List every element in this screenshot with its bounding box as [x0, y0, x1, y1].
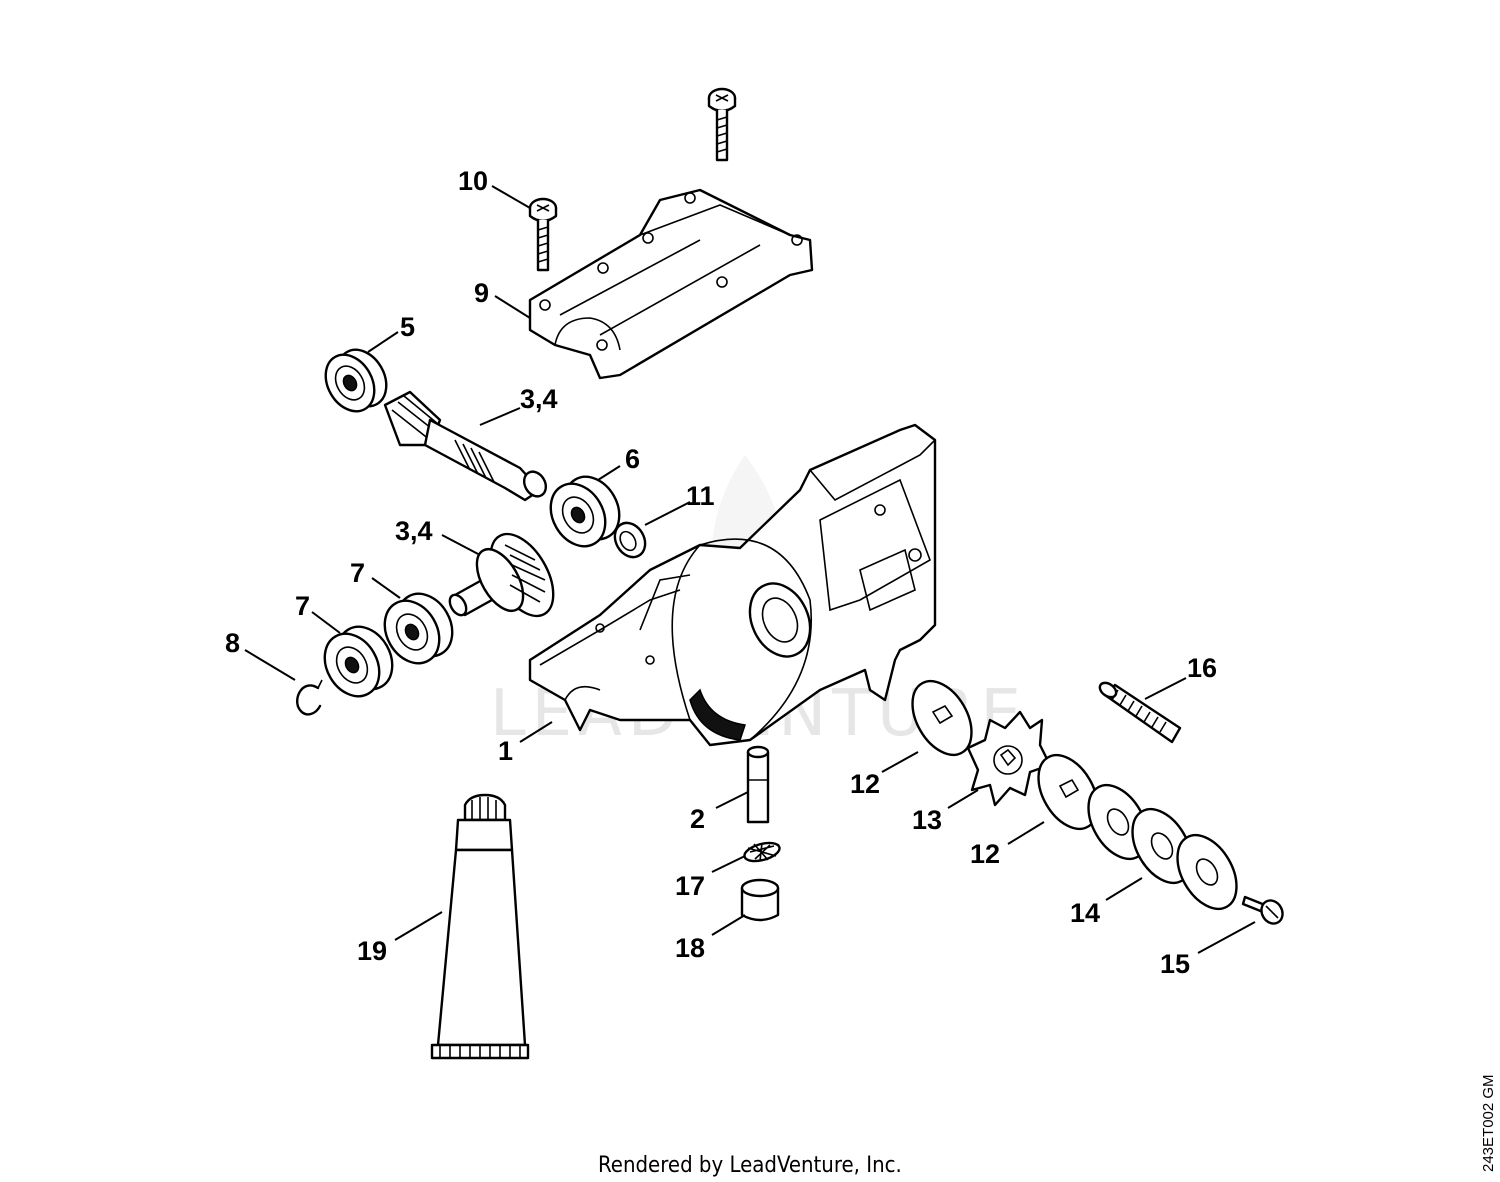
seal-ring-11 [613, 521, 647, 559]
sleeve-18 [740, 878, 780, 922]
housing-cover-9 [528, 188, 814, 380]
pinion-shaft-3-4-upper [383, 390, 548, 502]
screw-top [707, 87, 737, 162]
callout-1: 1 [498, 736, 513, 766]
footer-credit: Rendered by LeadVenture, Inc. [598, 1153, 902, 1178]
callout-18: 18 [675, 933, 705, 963]
grease-tube-19 [430, 793, 530, 1060]
callout-14: 14 [1070, 898, 1100, 928]
bevel-gear-3-4-lower [448, 532, 555, 618]
washers-14 [1087, 783, 1238, 911]
callout-5: 5 [400, 312, 415, 342]
bearing-5 [324, 348, 388, 413]
callout-6: 6 [625, 444, 640, 474]
gear-housing-1 [528, 423, 937, 747]
callout-11: 11 [686, 481, 715, 511]
callout-15: 15 [1160, 949, 1190, 979]
filter-screen-17 [743, 841, 781, 863]
bearing-6 [549, 475, 621, 548]
leader-lines [244, 185, 1256, 954]
washer-12-lower [1037, 753, 1099, 831]
callout-3-4-lower: 3,4 [395, 516, 433, 546]
bearing-7-left [323, 625, 394, 698]
screw-15 [1241, 895, 1284, 925]
screw-10 [528, 197, 558, 272]
callout-16: 16 [1187, 653, 1217, 683]
callout-19: 19 [357, 936, 387, 966]
callout-12-lower: 12 [970, 839, 1000, 869]
callout-9: 9 [474, 278, 489, 308]
callout-2: 2 [690, 804, 705, 834]
stud-16 [1098, 681, 1182, 744]
bearing-7-right [383, 592, 454, 665]
callout-8: 8 [225, 628, 240, 658]
callout-13: 13 [912, 805, 942, 835]
diagram-code: 243ET002 GM [1480, 1074, 1497, 1172]
callout-17: 17 [675, 871, 705, 901]
sprocket-13 [966, 710, 1052, 807]
callout-labels: 10 9 5 3,4 6 11 3,4 7 7 8 1 2 17 18 19 1… [225, 166, 1217, 979]
circlip-8 [295, 679, 323, 716]
callout-7-right: 7 [350, 558, 365, 588]
callout-7-left: 7 [295, 591, 310, 621]
callout-10: 10 [458, 166, 488, 196]
pin-2 [746, 745, 770, 824]
washer-12-upper [911, 679, 973, 757]
callout-3-4-upper: 3,4 [520, 384, 558, 414]
callout-12-upper: 12 [850, 769, 880, 799]
